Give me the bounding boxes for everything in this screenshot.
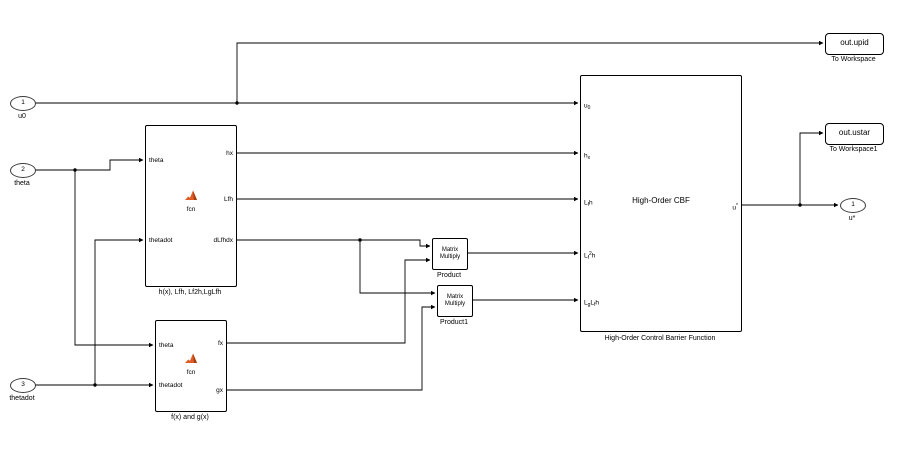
branch-dot: [358, 238, 362, 242]
to-workspace1-caption: To Workspace1: [829, 146, 878, 153]
product-block[interactable]: Matrix Multiply: [432, 238, 468, 270]
port-label-theta: theta: [159, 342, 174, 349]
cbf-input-label-hx: hx: [584, 152, 591, 162]
branch-dot: [235, 101, 239, 105]
product-label-line2: Multiply: [439, 254, 461, 260]
inport-u0-label: u0: [18, 113, 26, 120]
high-order-cbf-block[interactable]: u0 hx Lfh Lf2h LgLfh u* High-Order CBF: [580, 75, 742, 332]
matlab-fcn-icon: fcn: [156, 351, 226, 376]
wire-u0-branch-to-upid[interactable]: [236, 40, 824, 103]
matlab-function-block-h[interactable]: theta thetadot hx Lfh dLfhdx fcn: [145, 125, 237, 287]
outport-ustar[interactable]: 1: [840, 198, 866, 213]
product1-block[interactable]: Matrix Multiply: [437, 285, 473, 317]
inport-theta[interactable]: 2: [10, 163, 36, 178]
wire-theta-branch-to-fcn2[interactable]: [74, 170, 154, 348]
cbf-input-label-lglfh: LgLfh: [584, 299, 600, 309]
port-label-thetadot: thetadot: [159, 382, 183, 389]
wire-ustar-branch-to-workspace[interactable]: [799, 130, 824, 205]
port-label-hx: hx: [226, 150, 233, 157]
product-label-line1: Matrix: [446, 294, 464, 300]
port-label-theta: theta: [149, 157, 164, 164]
branch-dot: [73, 168, 77, 172]
inport-u0[interactable]: 1: [10, 96, 36, 111]
to-workspace-upid-block[interactable]: out.upid: [825, 33, 884, 55]
product-label-line1: Matrix: [441, 247, 459, 253]
to-workspace-ustar-block[interactable]: out.ustar: [825, 123, 884, 145]
port-label-gx: gx: [216, 387, 223, 394]
matlab-fcn-icon: fcn: [146, 188, 236, 213]
branch-dot: [93, 383, 97, 387]
wire-theta-to-fcn1[interactable]: [34, 157, 144, 171]
product-label-line2: Multiply: [444, 301, 466, 307]
product1-caption: Product1: [439, 319, 469, 326]
fcn-label: fcn: [186, 369, 196, 376]
branch-dot: [798, 203, 802, 207]
outport-ustar-label: u*: [848, 215, 856, 222]
wire-dlfhdx-to-product[interactable]: [235, 239, 431, 249]
cbf-output-label-ustar: u*: [732, 203, 738, 212]
wire-gx-to-product1[interactable]: [225, 304, 436, 391]
inport-thetadot[interactable]: 3: [10, 378, 36, 393]
cbf-title: High-Order CBF: [632, 196, 690, 205]
inport-theta-label: theta: [14, 180, 30, 187]
port-label-thetadot: thetadot: [149, 237, 173, 244]
fcn-label: fcn: [186, 206, 196, 213]
cbf-input-label-u0: u0: [584, 102, 591, 112]
matlab-function-block-fg[interactable]: theta thetadot fx gx fcn: [155, 320, 227, 412]
port-label-fx: fx: [217, 340, 223, 347]
block-caption-fg: f(x) and g(x): [171, 414, 209, 421]
inport-thetadot-label: thetadot: [9, 395, 35, 402]
port-label-lfh: Lfh: [223, 196, 233, 203]
wire-dlfhdx-branch-to-product1[interactable]: [359, 240, 436, 296]
matlab-membrane-icon: [184, 353, 197, 363]
product-caption: Product: [436, 272, 462, 279]
cbf-input-label-lfh: Lfh: [584, 199, 593, 209]
cbf-input-label-lf2h: Lf2h: [584, 251, 596, 261]
wire-thetadot-branch-to-fcn1[interactable]: [94, 237, 144, 385]
wire-fx-to-product[interactable]: [225, 257, 431, 344]
matlab-membrane-icon: [184, 190, 197, 200]
to-workspace-caption: To Workspace: [831, 56, 876, 63]
cbf-caption: High-Order Control Barrier Function: [604, 335, 716, 342]
port-label-dlfhdx: dLfhdx: [213, 237, 233, 244]
block-caption-h: h(x), Lfh, Lf2h,LgLfh: [158, 289, 222, 296]
